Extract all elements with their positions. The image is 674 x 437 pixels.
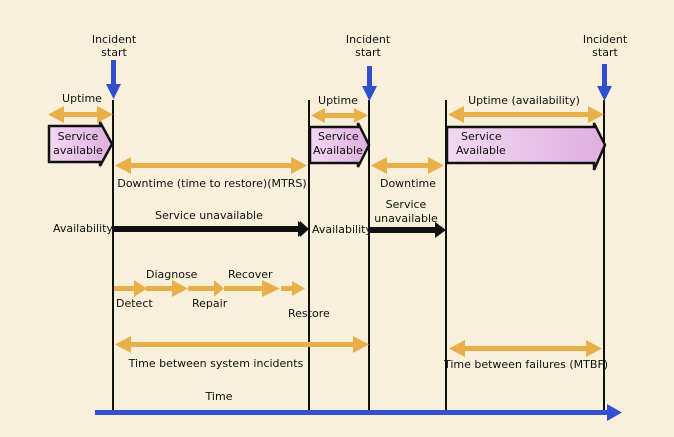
availability-label-2: Availability [312,223,372,236]
service-line1: Service [461,130,502,143]
restore-label: Restore [288,307,330,320]
uptime-availability-label: Uptime (availability) [468,94,580,107]
downtime-span-arrow [371,157,444,174]
incident-start-label-1: Incident start [92,33,136,59]
service-unavailable-line1: Service [385,198,427,211]
time-axis-arrow [95,404,622,421]
incident-label-line1: Incident [582,33,628,46]
incident-arrow-icon [106,60,121,99]
incident-label-line2: start [101,46,127,59]
time-between-incidents-span-arrow [115,336,369,353]
uptime-label-1: Uptime [62,92,102,105]
incident-label-line2: start [592,46,618,59]
repair-label: Repair [192,297,228,310]
uptime-span-arrow [48,106,113,123]
incident-label-line1: Incident [345,33,391,46]
service-line1: Service [318,130,359,143]
service-unavailable-arrow-2 [369,222,446,238]
service-line2: Available [456,144,506,157]
service-unavailable-line2: unavailable [374,212,438,225]
service-unavailable-arrow-1 [113,221,308,237]
time-axis-label: Time [205,390,233,403]
service-available-box-2 [308,122,371,168]
availability-label-1: Availability [53,222,113,235]
uptime-label-2: Uptime [318,94,358,107]
service-unavailable-label-2: Service unavailable [374,198,438,226]
availability-arrow-icon [300,221,309,237]
repair-step-arrow [188,280,224,297]
mtbf-span-arrow [449,340,602,357]
service-available-box-3 [445,122,607,171]
time-between-incidents-label: Time between system incidents [128,357,304,370]
incident-arrow-icon [362,66,377,101]
incident-label-line2: start [355,46,381,59]
downtime-label: Downtime [379,177,437,190]
incident-start-label-2: Incident start [346,33,390,59]
recover-step-arrow [224,280,280,297]
uptime-availability-span-arrow [448,106,604,123]
service-available-box-1 [47,121,114,167]
service-available-text-2: Service Available [313,130,363,158]
service-line2: Available [313,144,363,157]
diagnose-step-arrow [146,280,188,297]
service-unavailable-label-1: Service unavailable [155,209,263,222]
service-available-text-1: Service available [53,130,103,158]
detect-step-arrow [114,280,147,297]
service-line2: available [53,144,103,157]
mtbf-label: Time between failures (MTBF) [443,358,609,371]
incident-start-label-3: Incident start [583,33,627,59]
restore-step-arrow [281,281,305,296]
downtime-mtrs-label: Downtime (time to restore)(MTRS) [117,177,307,190]
service-available-text-3: Service Available [456,130,506,158]
incident-label-line1: Incident [91,33,137,46]
incident-arrow-icon [597,64,612,101]
uptime-span-arrow [311,108,368,123]
service-line1: Service [57,130,99,143]
recover-label: Recover [228,268,273,281]
downtime-mtrs-span-arrow [115,157,307,174]
diagnose-label: Diagnose [146,268,198,281]
detect-label: Detect [116,297,153,310]
